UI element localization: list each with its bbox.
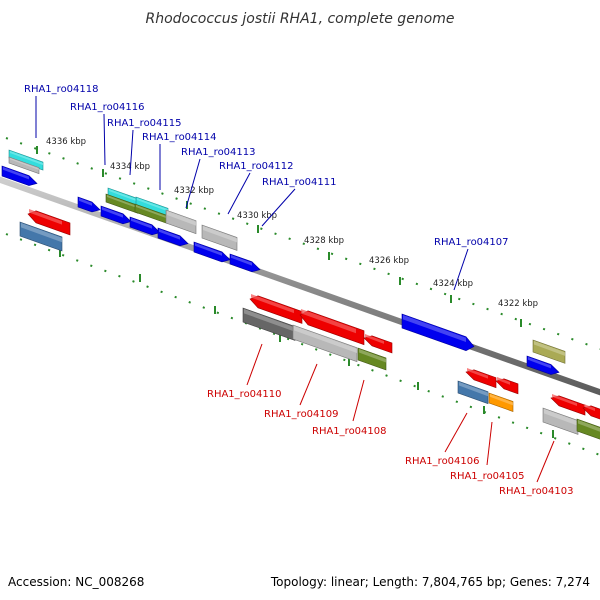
scale-tick-label: 4322 kbp	[498, 299, 538, 309]
leader-line	[453, 248, 469, 291]
scale-tick-label: 4330 kbp	[237, 211, 277, 221]
forward-gene-label: RHA1_ro04115	[107, 118, 182, 129]
scale-tick-label: 4326 kbp	[369, 256, 409, 266]
forward-gene-label: RHA1_ro04114	[142, 132, 217, 143]
leader-line	[486, 421, 493, 466]
leader-line	[261, 188, 296, 227]
gene-block-cyan	[8, 149, 44, 171]
leader-line	[246, 343, 263, 386]
gene-arrow-red	[465, 368, 497, 389]
reverse-gene-label: RHA1_ro04106	[405, 456, 480, 467]
gene-arrow-blue	[1, 165, 38, 186]
backbone-line	[0, 176, 600, 396]
gene-arrow-red	[495, 377, 519, 395]
scale-tick-label: 4332 kbp	[174, 186, 214, 196]
scale-tick-label: 4336 kbp	[46, 137, 86, 147]
gene-arrow-blue	[193, 241, 231, 263]
gene-arrow-red	[582, 404, 600, 420]
gene-block-steel	[19, 221, 63, 252]
leader-line	[185, 158, 201, 209]
leader-line	[129, 129, 134, 176]
gene-block-darkgray	[242, 307, 296, 341]
gene-arrow-red	[27, 209, 71, 236]
scale-tick-label: 4328 kbp	[304, 236, 344, 246]
gene-arrow-red	[363, 334, 393, 354]
gene-arrow-blue	[129, 216, 161, 236]
genome-summary-text: Topology: linear; Length: 7,804,765 bp; …	[270, 575, 590, 589]
scale-tick-label: 4324 kbp	[433, 279, 473, 289]
forward-gene-label: RHA1_ro04116	[70, 102, 145, 113]
map-title: Rhodococcus jostii RHA1, complete genome	[145, 11, 454, 27]
forward-gene-label: RHA1_ro04107	[434, 237, 509, 248]
scale-tick-label: 4334 kbp	[110, 162, 150, 172]
gene-arrow-blue	[100, 205, 132, 225]
gene-block-orange	[488, 392, 514, 412]
reverse-gene-label: RHA1_ro04105	[450, 471, 525, 482]
gene-block-gray	[165, 209, 197, 235]
forward-gene-label: RHA1_ro04118	[24, 84, 99, 95]
forward-gene-label: RHA1_ro04113	[181, 147, 256, 158]
gene-arrow-red	[550, 394, 586, 416]
gene-arrow-blue	[157, 227, 189, 247]
leader-line	[536, 440, 555, 483]
leader-line	[103, 113, 106, 166]
gene-block-gray	[292, 324, 358, 363]
gene-block-olive	[576, 418, 600, 440]
leader-line	[227, 172, 251, 215]
gene-arrow-blue	[229, 253, 261, 273]
gene-block-gray	[542, 407, 579, 435]
gene-block-gray	[201, 224, 238, 251]
accession-text: Accession: NC_008268	[8, 575, 144, 589]
leader-line	[299, 363, 318, 406]
label-leaders	[35, 96, 555, 483]
gene-block-gray	[8, 156, 40, 175]
reverse-gene-label: RHA1_ro04109	[264, 409, 339, 420]
reverse-gene-label: RHA1_ro04103	[499, 486, 574, 497]
reverse-gene-label: RHA1_ro04110	[207, 389, 282, 400]
gene-block-olive	[357, 347, 387, 371]
gene-arrow-blue	[77, 196, 101, 213]
leader-line	[352, 379, 365, 422]
scale-grid: 4336 kbp 4334 kbp 4332 kbp 4330 kbp 4328 kbp…	[5, 137, 600, 456]
leader-line	[444, 412, 468, 453]
forward-gene-label: RHA1_ro04112	[219, 161, 294, 172]
gene-arrow-blue	[526, 355, 560, 375]
scale-dotted-line	[5, 137, 600, 350]
labels: RHA1_ro04118RHA1_ro04116RHA1_ro04115RHA1…	[24, 84, 574, 497]
gene-block-khaki	[532, 339, 566, 364]
forward-gene-label: RHA1_ro04111	[262, 177, 337, 188]
gene-arrow-blue	[401, 313, 475, 352]
genome-backbone	[0, 176, 600, 396]
gene-block-steel	[457, 380, 489, 405]
gene-features	[1, 149, 600, 440]
scale-dotted-line	[5, 233, 600, 456]
reverse-gene-label: RHA1_ro04108	[312, 426, 387, 437]
